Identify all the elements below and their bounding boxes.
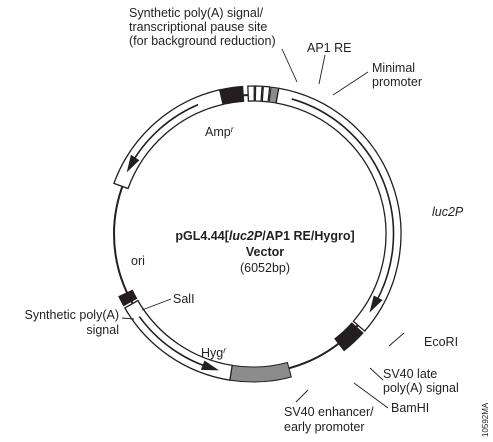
label-sv40-enhancer-line2: early promoter — [284, 420, 365, 434]
segment-ap1-re-3 — [261, 85, 271, 103]
vector-name: pGL4.44[luc2P/AP1 RE/Hygro] — [175, 229, 354, 243]
arrow-amp-resistance-head — [126, 154, 140, 173]
label-bamhi: BamHI — [391, 401, 429, 415]
label-synthetic-polya-pause-line1: Synthetic poly(A) signal/ — [129, 6, 264, 20]
label-sali: SalI — [173, 292, 195, 306]
label-hyg-resistance: Hygr — [201, 345, 227, 360]
catalog-code: 10592MA — [481, 402, 490, 437]
leader-ap1-re — [318, 54, 326, 85]
segment-synthetic-polya — [118, 289, 138, 307]
label-ap1-re: AP1 RE — [307, 41, 351, 55]
leader-minimal-promoter — [332, 71, 369, 96]
leader-synthetic-polya — [121, 317, 135, 320]
label-sv40-enhancer-line1: SV40 enhancer/ — [284, 405, 374, 419]
label-ori: ori — [131, 254, 145, 268]
label-sv40-late-line2: poly(A) signal — [383, 381, 459, 395]
arrow-luc2p-head — [369, 295, 383, 313]
leader-sali — [141, 298, 172, 311]
arrow-luc2p-line — [291, 98, 395, 309]
leader-bamhi — [353, 382, 389, 409]
leader-lines — [121, 48, 405, 409]
vector-size: (6052bp) — [240, 261, 290, 275]
segment-luc2p — [275, 87, 402, 333]
segment-synthetic-polya-pause — [219, 85, 245, 106]
segment-hyg-resistance — [123, 299, 233, 381]
label-sv40-late-line1: SV40 late — [383, 367, 437, 381]
segment-sv40-enhancer — [229, 361, 292, 383]
leader-synthetic-polya-pause — [281, 48, 298, 83]
label-synthetic-polya-pause-line3: (for background reduction) — [129, 34, 276, 48]
segment-amp-resistance — [113, 89, 224, 190]
label-synthetic-polya-line1: Synthetic poly(A) — [25, 308, 119, 322]
leader-sv40-late — [369, 367, 384, 381]
vector-name-line2: Vector — [246, 245, 284, 259]
arrow-hyg-resistance-head — [200, 360, 220, 371]
label-ecori: EcoRI — [424, 335, 458, 349]
leader-sv40-enhancer — [295, 389, 309, 403]
segment-ap1-re-1 — [247, 85, 255, 102]
leader-ecori — [388, 332, 405, 347]
segment-ap1-re-2 — [254, 85, 263, 102]
label-amp-resistance: Ampr — [205, 124, 235, 139]
label-synthetic-polya-pause-line2: transcriptional pause site — [129, 20, 267, 34]
segment-sv40-late-polya — [334, 322, 364, 352]
label-minimal-promoter-line2: promoter — [372, 75, 422, 89]
label-luc2p: luc2P — [432, 205, 464, 219]
label-synthetic-polya-line2: signal — [86, 323, 119, 337]
label-minimal-promoter-line1: Minimal — [372, 61, 415, 75]
